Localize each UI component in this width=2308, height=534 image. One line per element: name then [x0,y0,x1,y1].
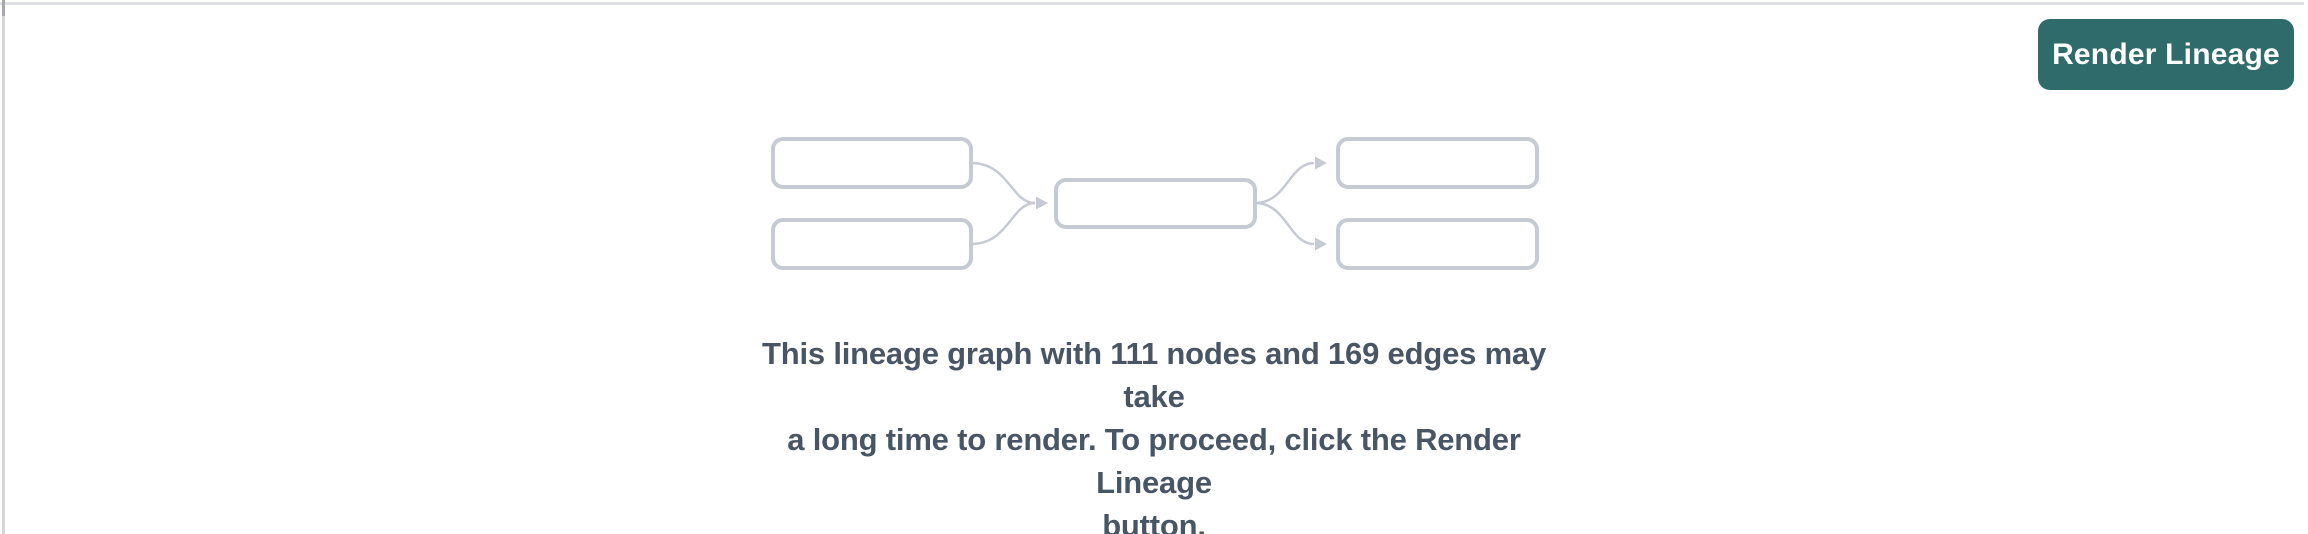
render-lineage-button[interactable]: Render Lineage [2038,19,2294,90]
warning-line-1: This lineage graph with 111 nodes and 16… [761,336,1547,414]
arrowhead-into-bottomright-node [1315,237,1327,251]
lineage-graph-illustration [771,137,1539,270]
graph-node-top-left [771,137,973,189]
warning-line-2: a long time to render. To proceed, click… [787,422,1521,500]
edge-bottomleft-to-middle [970,201,1036,246]
graph-node-top-right [1336,137,1539,189]
graph-node-bottom-left [771,218,973,270]
warning-line-3: button. [1102,508,1206,534]
panel-left-divider [2,0,5,534]
edge-middle-to-bottomright [1254,201,1315,246]
graph-node-bottom-right [1336,218,1539,270]
panel-top-divider [0,2,2304,5]
edge-middle-to-topright [1254,161,1315,205]
arrowhead-into-middle-node [1036,196,1048,210]
render-warning-message: This lineage graph with 111 nodes and 16… [744,332,1564,534]
edge-topleft-to-middle [970,161,1036,205]
panel-left-divider-cap [2,0,5,16]
graph-node-middle [1054,178,1257,229]
arrowhead-into-topright-node [1315,156,1327,170]
